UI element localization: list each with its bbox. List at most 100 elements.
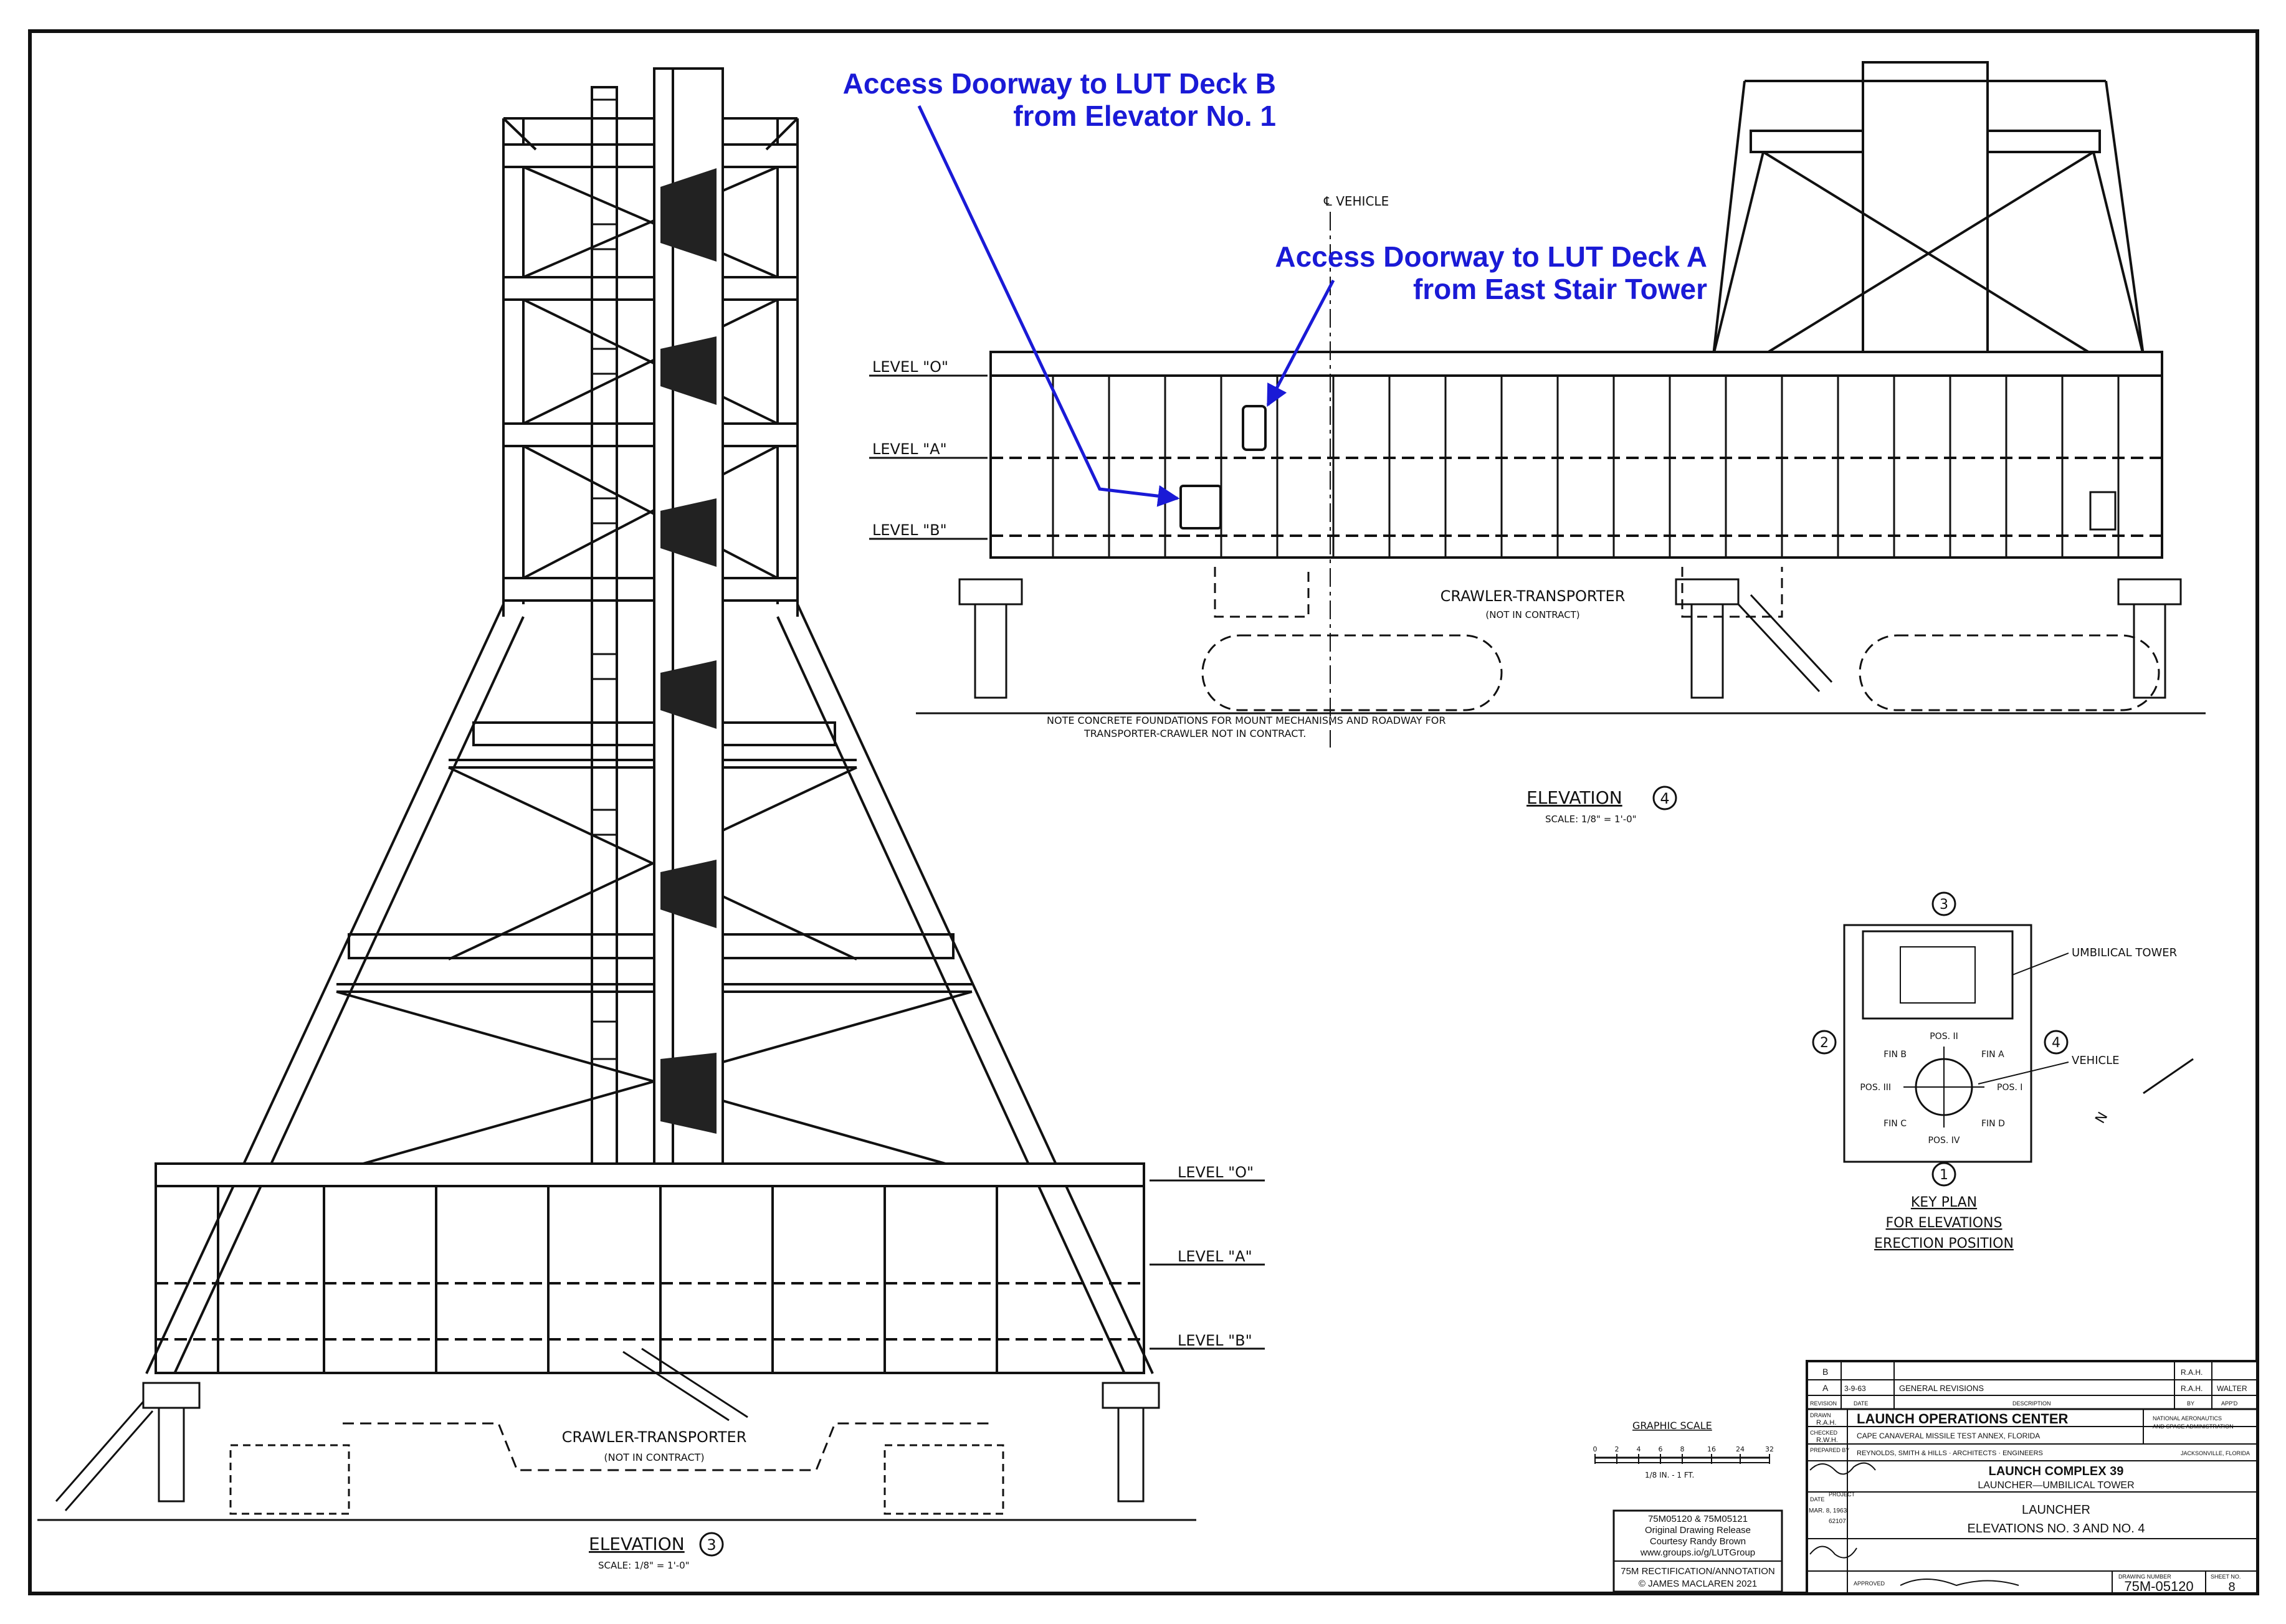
key-plan-pos-1: POS. I — [1997, 1083, 2022, 1093]
core-hatching — [660, 168, 717, 1134]
graphic-scale: GRAPHIC SCALE 0 2 4 6 8 16 24 32 1/8 IN.… — [1593, 1420, 1774, 1479]
scale-tick-16: 16 — [1707, 1445, 1716, 1453]
checked-label: CHECKED — [1810, 1430, 1838, 1436]
elevation-3-title: ELEVATION 3 SCALE: 1/8" = 1'-0" — [589, 1532, 724, 1571]
project-title: LAUNCH COMPLEX 39 — [1989, 1465, 2124, 1478]
scale-tick-32: 32 — [1765, 1445, 1774, 1453]
annotation-deck-b-line1: Access Doorway to LUT Deck B — [843, 67, 1276, 100]
annotation-deck-a-arrow — [1266, 279, 1335, 407]
key-plan-fin-a: FIN A — [1981, 1050, 2004, 1060]
key-plan-marker-2: 2 — [1820, 1035, 1829, 1051]
key-plan — [1812, 891, 2194, 1187]
key-plan-north: N — [2093, 1109, 2112, 1126]
crawler-note-elev3: (NOT IN CONTRACT) — [604, 1451, 704, 1463]
annotation-deck-b-arrow — [917, 105, 1180, 507]
stair-rungs — [592, 98, 617, 1060]
drawing-number-label: DRAWING NUMBER — [2118, 1574, 2171, 1580]
level-a-elev3: LEVEL "A" — [1178, 1248, 1252, 1265]
agency-line1: NATIONAL AERONAUTICS — [2153, 1415, 2222, 1422]
doorway-deck-b — [1179, 485, 1222, 529]
key-plan-fin-d: FIN D — [1981, 1119, 2005, 1129]
doorway-east — [2089, 491, 2117, 531]
credits-line5: 75M RECTIFICATION/ANNOTATION — [1621, 1566, 1775, 1577]
key-plan-fin-b: FIN B — [1884, 1050, 1907, 1060]
col-revision: REVISION — [1810, 1400, 1837, 1407]
project-label: PROJECT — [1829, 1491, 1855, 1498]
vehicle-centerline: ℄ VEHICLE — [1323, 194, 1389, 209]
sheet-no: 8 — [2228, 1580, 2235, 1594]
elevation-4-marker — [1652, 786, 1677, 810]
key-plan-vehicle: VEHICLE — [2072, 1054, 2120, 1067]
col-date: DATE — [1854, 1400, 1868, 1407]
crawler-elev3 — [37, 1347, 1196, 1521]
key-plan-title-1: KEY PLAN — [1911, 1195, 1977, 1210]
scale-tick-2: 2 — [1615, 1445, 1619, 1453]
credits-line6: © JAMES MACLAREN 2021 — [1639, 1579, 1757, 1589]
key-plan-pos-4: POS. IV — [1928, 1136, 1960, 1146]
signatures — [1809, 1462, 2019, 1587]
rev-a-appd: WALTER — [2217, 1384, 2247, 1393]
project-subtitle: LAUNCHER—UMBILICAL TOWER — [1978, 1480, 2134, 1491]
elevation-3-marker — [699, 1532, 724, 1557]
graphic-scale-title: GRAPHIC SCALE — [1632, 1420, 1712, 1432]
rev-a-by: R.A.H. — [2181, 1384, 2203, 1393]
key-plan-title-2: FOR ELEVATIONS — [1886, 1215, 2003, 1231]
key-plan-marker-4: 4 — [2052, 1035, 2060, 1051]
elevation-4-title-text: ELEVATION — [1526, 787, 1622, 808]
foundation-note-2: TRANSPORTER-CRAWLER NOT IN CONTRACT. — [1083, 728, 1306, 739]
sheet-title-1: LAUNCHER — [2022, 1503, 2090, 1517]
level-o-elev4: LEVEL "O" — [872, 358, 948, 376]
drawn-by: R.A.H. — [1816, 1419, 1836, 1427]
drawn-label: DRAWN — [1810, 1412, 1831, 1418]
levels-elev3: LEVEL "O" LEVEL "A" LEVEL "B" — [1150, 1164, 1265, 1350]
title-block — [1806, 1360, 2259, 1595]
scale-tick-8: 8 — [1680, 1445, 1685, 1453]
firm: REYNOLDS, SMITH & HILLS · ARCHITECTS · E… — [1857, 1450, 2043, 1457]
credits-line3: Courtesy Randy Brown — [1650, 1536, 1746, 1547]
level-b-elev4: LEVEL "B" — [872, 521, 947, 539]
elevation-3-number: 3 — [707, 1536, 716, 1554]
level-b-elev3: LEVEL "B" — [1178, 1332, 1252, 1349]
key-plan-pos-3: POS. III — [1860, 1083, 1891, 1093]
date-value: MAR. 8, 1963 — [1809, 1508, 1847, 1514]
rev-a-date: 3-9-63 — [1844, 1384, 1866, 1393]
key-plan-marker-1: 1 — [1940, 1167, 1948, 1183]
annotation-deck-a-line1: Access Doorway to LUT Deck A — [1275, 240, 1707, 273]
sheet-border — [28, 29, 2259, 1595]
level-o-elev3: LEVEL "O" — [1178, 1164, 1254, 1181]
graphic-scale-caption: 1/8 IN. - 1 FT. — [1645, 1471, 1694, 1479]
levels-elev4: LEVEL "O" LEVEL "A" LEVEL "B" — [869, 358, 988, 540]
elevation-3-scale: SCALE: 1/8" = 1'-0" — [598, 1560, 690, 1571]
prepared-label: PREPARED BY — [1810, 1447, 1849, 1453]
rev-a-desc: GENERAL REVISIONS — [1899, 1384, 1984, 1393]
credits-line4: www.groups.io/g/LUTGroup — [1640, 1547, 1755, 1558]
annotation-deck-a-line2: from East Stair Tower — [1413, 273, 1707, 305]
elevation-4-drawing — [989, 61, 2163, 559]
rev-a: A — [1822, 1383, 1829, 1393]
key-plan-marker-3: 3 — [1940, 897, 1948, 913]
rev-b-by: R.A.H. — [2181, 1368, 2203, 1377]
credits-line2: Original Drawing Release — [1645, 1525, 1751, 1536]
rev-b: B — [1822, 1367, 1828, 1377]
credits-line1: 75M05120 & 75M05121 — [1648, 1514, 1748, 1524]
annotation-deck-b-line2: from Elevator No. 1 — [1013, 100, 1276, 132]
crawler-elev4 — [916, 567, 2206, 715]
credits-box: 75M05120 & 75M05121 Original Drawing Rel… — [1612, 1509, 1783, 1593]
key-plan-fin-c: FIN C — [1884, 1119, 1907, 1129]
elevation-4-scale: SCALE: 1/8" = 1'-0" — [1545, 814, 1637, 825]
checked-by: R.W.H. — [1816, 1436, 1838, 1444]
scale-tick-0: 0 — [1593, 1445, 1598, 1453]
elev4-panel-lines — [1052, 376, 2120, 558]
annotation-deck-a: Access Doorway to LUT Deck A from East S… — [1266, 240, 1707, 407]
annotation-deck-b: Access Doorway to LUT Deck B from Elevat… — [843, 67, 1276, 507]
doorway-deck-a — [1242, 405, 1267, 451]
col-by: BY — [2187, 1400, 2194, 1407]
foundation-note-1: NOTE CONCRETE FOUNDATIONS FOR MOUNT MECH… — [1047, 715, 1445, 726]
col-appd: APP'D — [2221, 1400, 2238, 1407]
org-name: LAUNCH OPERATIONS CENTER — [1857, 1411, 2068, 1427]
location: CAPE CANAVERAL MISSILE TEST ANNEX, FLORI… — [1857, 1432, 2040, 1440]
scale-tick-4: 4 — [1637, 1445, 1641, 1453]
key-plan-pos-2: POS. II — [1930, 1032, 1958, 1042]
project-value: 62107 — [1829, 1518, 1846, 1525]
